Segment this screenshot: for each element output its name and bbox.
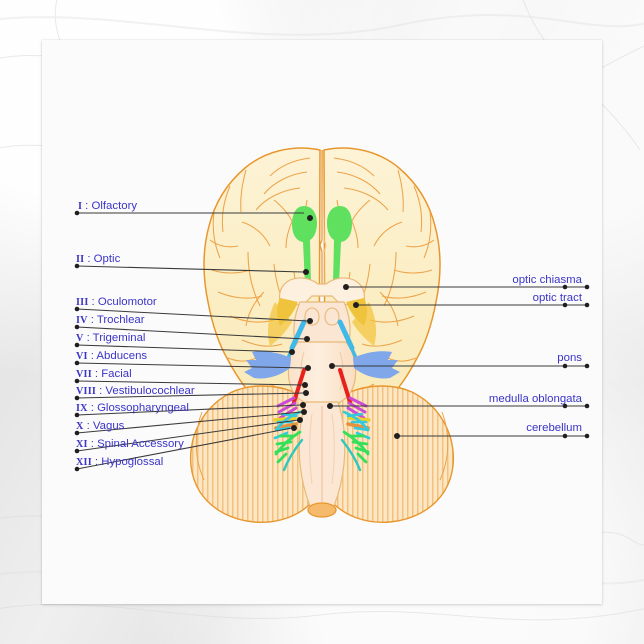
trigeminal-nerve — [244, 351, 400, 379]
label-right-3: medulla oblongata — [489, 393, 583, 405]
label-leader-optic-chiasma — [343, 284, 590, 290]
label-leader-optic-tract — [353, 302, 590, 308]
label-leader-trigeminal — [74, 342, 295, 355]
label-leader-glossopharyngeal — [74, 402, 306, 418]
right-leader-lines — [327, 284, 590, 439]
spinal-accessory-nerve — [282, 438, 362, 472]
label-right-2: pons — [557, 352, 582, 364]
label-left-4: V: Trigeminal — [76, 332, 145, 344]
label-leader-hypoglossal — [74, 425, 297, 472]
label-leader-oculomotor — [74, 306, 313, 324]
label-leader-cerebellum — [394, 433, 590, 439]
label-left-6: VII: Facial — [76, 368, 132, 380]
label-left-7: VIII: Vestibulocochlear — [76, 385, 195, 397]
olfactory-nerves — [292, 206, 352, 284]
optic-chiasma-group — [277, 277, 367, 326]
label-leader-abducens — [74, 360, 311, 371]
label-leader-optic — [74, 263, 309, 275]
label-left-11: XII: Hypoglossal — [76, 456, 163, 468]
mammillary-bodies — [304, 307, 340, 326]
label-leader-trochlear — [74, 324, 310, 342]
label-leader-olfactory — [74, 210, 313, 221]
brainstem — [287, 341, 357, 518]
label-leader-spinal-accessory — [74, 417, 303, 454]
label-left-10: XI: Spinal Accessory — [76, 438, 184, 450]
label-leader-pons — [329, 363, 590, 369]
label-right-0: optic chiasma — [512, 274, 582, 286]
right-label-texts: optic chiasma optic tract pons medulla oblo… — [489, 274, 583, 434]
label-left-8: IX: Glossopharyngeal — [76, 402, 189, 414]
optic-tract-left — [277, 298, 298, 326]
olfactory-bulb-right — [327, 206, 352, 284]
label-left-2: III: Oculomotor — [76, 296, 157, 308]
olfactory-bulb-left — [292, 206, 317, 284]
label-left-1: II: Optic — [76, 253, 121, 265]
label-right-1: optic tract — [533, 292, 583, 304]
label-left-9: X: Vagus — [76, 420, 125, 432]
label-leader-vagus — [74, 409, 307, 436]
spinal-cord-stub — [307, 502, 337, 518]
label-leader-vestibulocochlear — [74, 390, 309, 401]
label-right-4: cerebellum — [526, 422, 582, 434]
label-leader-facial — [74, 378, 308, 388]
label-left-5: VI: Abducens — [76, 350, 147, 362]
label-left-0: I: Olfactory — [78, 200, 137, 212]
label-left-3: IV: Trochlear — [76, 314, 145, 326]
abducens-nerve — [292, 368, 352, 404]
longitudinal-fissure — [319, 150, 323, 290]
label-leader-medulla-oblongata — [327, 403, 590, 409]
vagus-accessory-nerves — [274, 430, 370, 464]
left-leader-lines — [74, 210, 313, 472]
pons — [287, 341, 357, 405]
